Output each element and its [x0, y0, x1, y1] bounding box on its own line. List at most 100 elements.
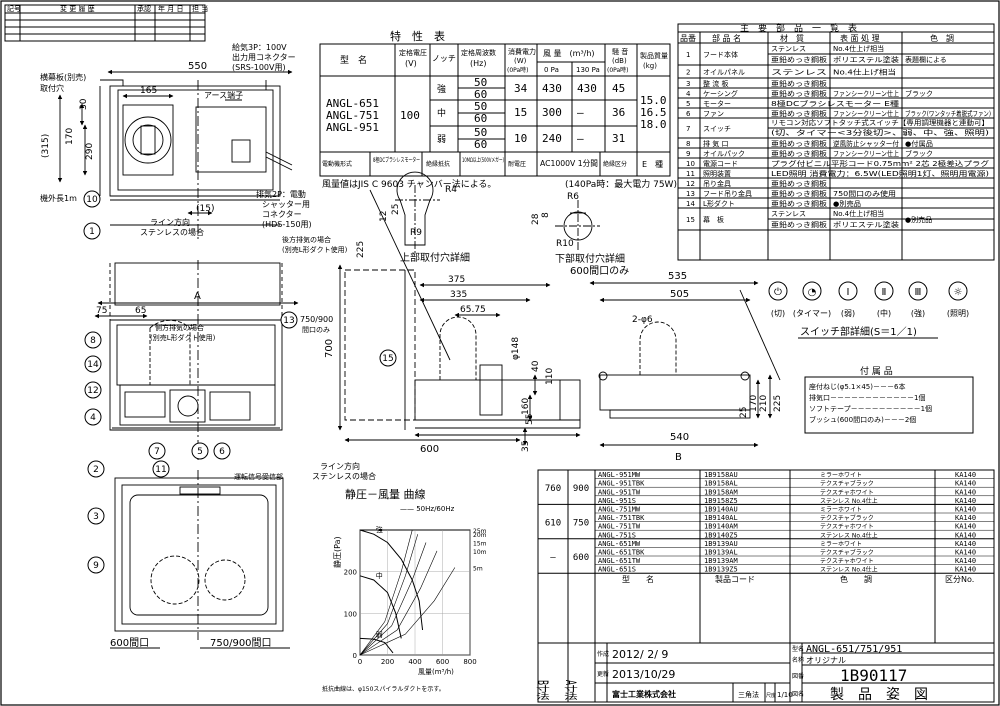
parts-h0: 品番	[680, 33, 696, 43]
part-name-11: 吊り金具	[703, 179, 731, 188]
model-h-model: 型 名	[622, 574, 654, 584]
callout-text-c4: 4	[90, 413, 96, 423]
lbl-lower-hole: 下部取付穴詳細	[555, 252, 625, 265]
switch-label-2: (弱)	[841, 309, 855, 318]
dim-13: 750/900	[300, 315, 333, 324]
callout-text-c3: 3	[93, 512, 99, 522]
part-m-7: 亜鉛めっき鋼板	[771, 139, 827, 148]
spec-noise-0: 45	[612, 82, 625, 95]
model-code-0-3: 1B9158Z5	[704, 497, 738, 505]
spec-h-air0: 0 Pa	[544, 66, 559, 74]
switch-5-icon	[948, 281, 968, 301]
parts-h3: 表 面 処 理	[840, 33, 880, 43]
model-color-0-3: ステンレス No.4仕上	[820, 497, 878, 505]
acc-2: ソフトテープ－－－－－－－－－－1個	[809, 404, 932, 413]
spec-h-freq-u: (Hz)	[470, 59, 486, 68]
model-a-1: 750	[573, 519, 589, 529]
model-code-2-3: 1B9139Z5	[704, 566, 738, 574]
part-m-8: 亜鉛めっき鋼板	[771, 149, 827, 158]
rev-h1: 変 更 履 歴	[60, 4, 95, 13]
tb-scale-l: 尺度	[766, 692, 776, 699]
rev-h4: 担 当	[192, 4, 208, 13]
model-name-0-1: ANGL-951TBK	[598, 480, 645, 488]
spec-noise-2: 31	[612, 132, 625, 145]
resistance-label-2: 15m	[473, 541, 487, 548]
acc-1: 排気口－－－－－－－－－－－－1個	[809, 393, 925, 402]
parts-h4: 色 調	[930, 33, 954, 43]
parts-h1: 部 品 名	[712, 33, 741, 43]
model-name-1-0: ANGL-751MW	[598, 506, 641, 514]
tb-rev-l: 更新	[597, 670, 609, 678]
lbl-line-ss2: ステンレスの場合	[312, 471, 376, 481]
lbl-side-ex: 側方排気の場合	[155, 323, 204, 332]
model-class-1-2: KA140	[955, 523, 976, 531]
resistance-label-1: 20m	[473, 532, 487, 539]
spec-ins-v: 10MΩ以上(500Vメガー)	[462, 156, 504, 164]
switch-1-icon	[802, 281, 822, 301]
lbl-conn3p2: 出力用コネクター	[232, 52, 296, 62]
switch-title: スイッチ部詳細(S＝1／1)	[800, 325, 917, 338]
callout-c11	[152, 460, 170, 478]
callout-c1	[83, 222, 101, 240]
callout-text-c7: 7	[154, 447, 160, 457]
callout-c12	[84, 381, 102, 399]
model-code-0-2: 1B9158AM	[704, 488, 738, 496]
spec-f2-1: 60	[474, 112, 487, 125]
side-view-labels: 700 375 335 65.75 φ148 40 110 160 55 35 …	[312, 275, 555, 481]
part-m-3: 亜鉛めっき鋼板	[771, 89, 827, 98]
part-c-3: ブラック	[905, 89, 933, 98]
spec-a0-1: 300	[542, 106, 562, 119]
spec-h-mass-u: (kg)	[643, 62, 657, 70]
lbl-front600: 600間口	[110, 637, 149, 649]
curve-xlabel: 風量(m³/h)	[418, 668, 454, 676]
spec-cls-v: E 種	[642, 159, 663, 169]
spec-a130-1: —	[577, 106, 584, 119]
spec-vol-v: AC1000V 1分間	[540, 159, 598, 168]
part-c-14: ●別売品	[905, 215, 932, 224]
rev-h3: 年 月 日	[158, 4, 183, 13]
model-class-0-2: KA140	[955, 488, 976, 496]
hole-labels: R4 25 12 225 R9 上部取付穴詳細 R6 8 28 R10 下部取付…	[356, 185, 629, 277]
model-class-0-0: KA140	[955, 471, 976, 479]
switch-label-3: (中)	[877, 308, 891, 318]
part-s-3: ファンシークリーン仕上	[833, 89, 899, 98]
callout-c10	[83, 190, 101, 208]
part-no-8: 9	[686, 150, 690, 158]
part-s2-14: ポリエステル塗装	[833, 220, 899, 229]
part-m-2: 亜鉛めっき鋼板	[771, 79, 827, 88]
model-code-1-1: 1B9140AL	[704, 514, 738, 522]
series-line-0	[359, 529, 424, 631]
switch-sym-5: ☼	[954, 287, 963, 298]
spec-notch-1: 中	[437, 107, 446, 119]
callout-text-c9: 9	[93, 561, 99, 571]
lbl-earth: アース端子	[204, 90, 243, 100]
switch-4-icon	[908, 281, 928, 301]
tb-made-l: 作成	[597, 650, 609, 658]
resistance-curve-0	[359, 529, 413, 656]
dim-110: 110	[545, 368, 555, 385]
callout-text-c13: 13	[283, 316, 294, 326]
part-c-7: ●付属品	[905, 139, 933, 148]
acc-3: ブッシュ(600間口のみ)－－－2個	[809, 415, 916, 424]
switch-2-icon	[838, 281, 858, 301]
part-no-6: 7	[686, 125, 690, 133]
dim-165: 165	[140, 86, 157, 96]
lbl-r6: R6	[567, 192, 579, 202]
dim-35: 35	[521, 441, 531, 452]
part-name-13: L形ダクト	[703, 199, 735, 208]
part-no-2: 3	[686, 80, 690, 88]
switch-detail: ⏻(切)◔(タイマー)Ⅰ(弱)Ⅱ(中)Ⅲ(強)☼(照明) スイッチ部詳細(S＝1…	[768, 281, 969, 339]
part-m1-0: ステンレス	[771, 45, 806, 53]
model-name-0-0: ANGL-951MW	[598, 471, 641, 479]
pressure-flow-chart: 静圧－風量 曲線 —— 50Hz/60Hz 静圧(Pa) 風量(m³/h) 抵抗…	[322, 487, 487, 693]
lbl-rear-ex2: (別売L形ダクト使用)	[282, 245, 348, 254]
part-name-4: モーター	[703, 99, 731, 108]
model-name-0-3: ANGL-951S	[598, 497, 636, 505]
callout-c3	[87, 507, 105, 525]
y-tick-0: 0	[353, 652, 357, 660]
spec-h-noise-n: (0Pa時)	[607, 66, 629, 74]
dim-75: 75	[96, 306, 107, 316]
model-b-1: 610	[545, 519, 561, 529]
part-s2-0: ポリエステル塗装	[833, 55, 899, 64]
